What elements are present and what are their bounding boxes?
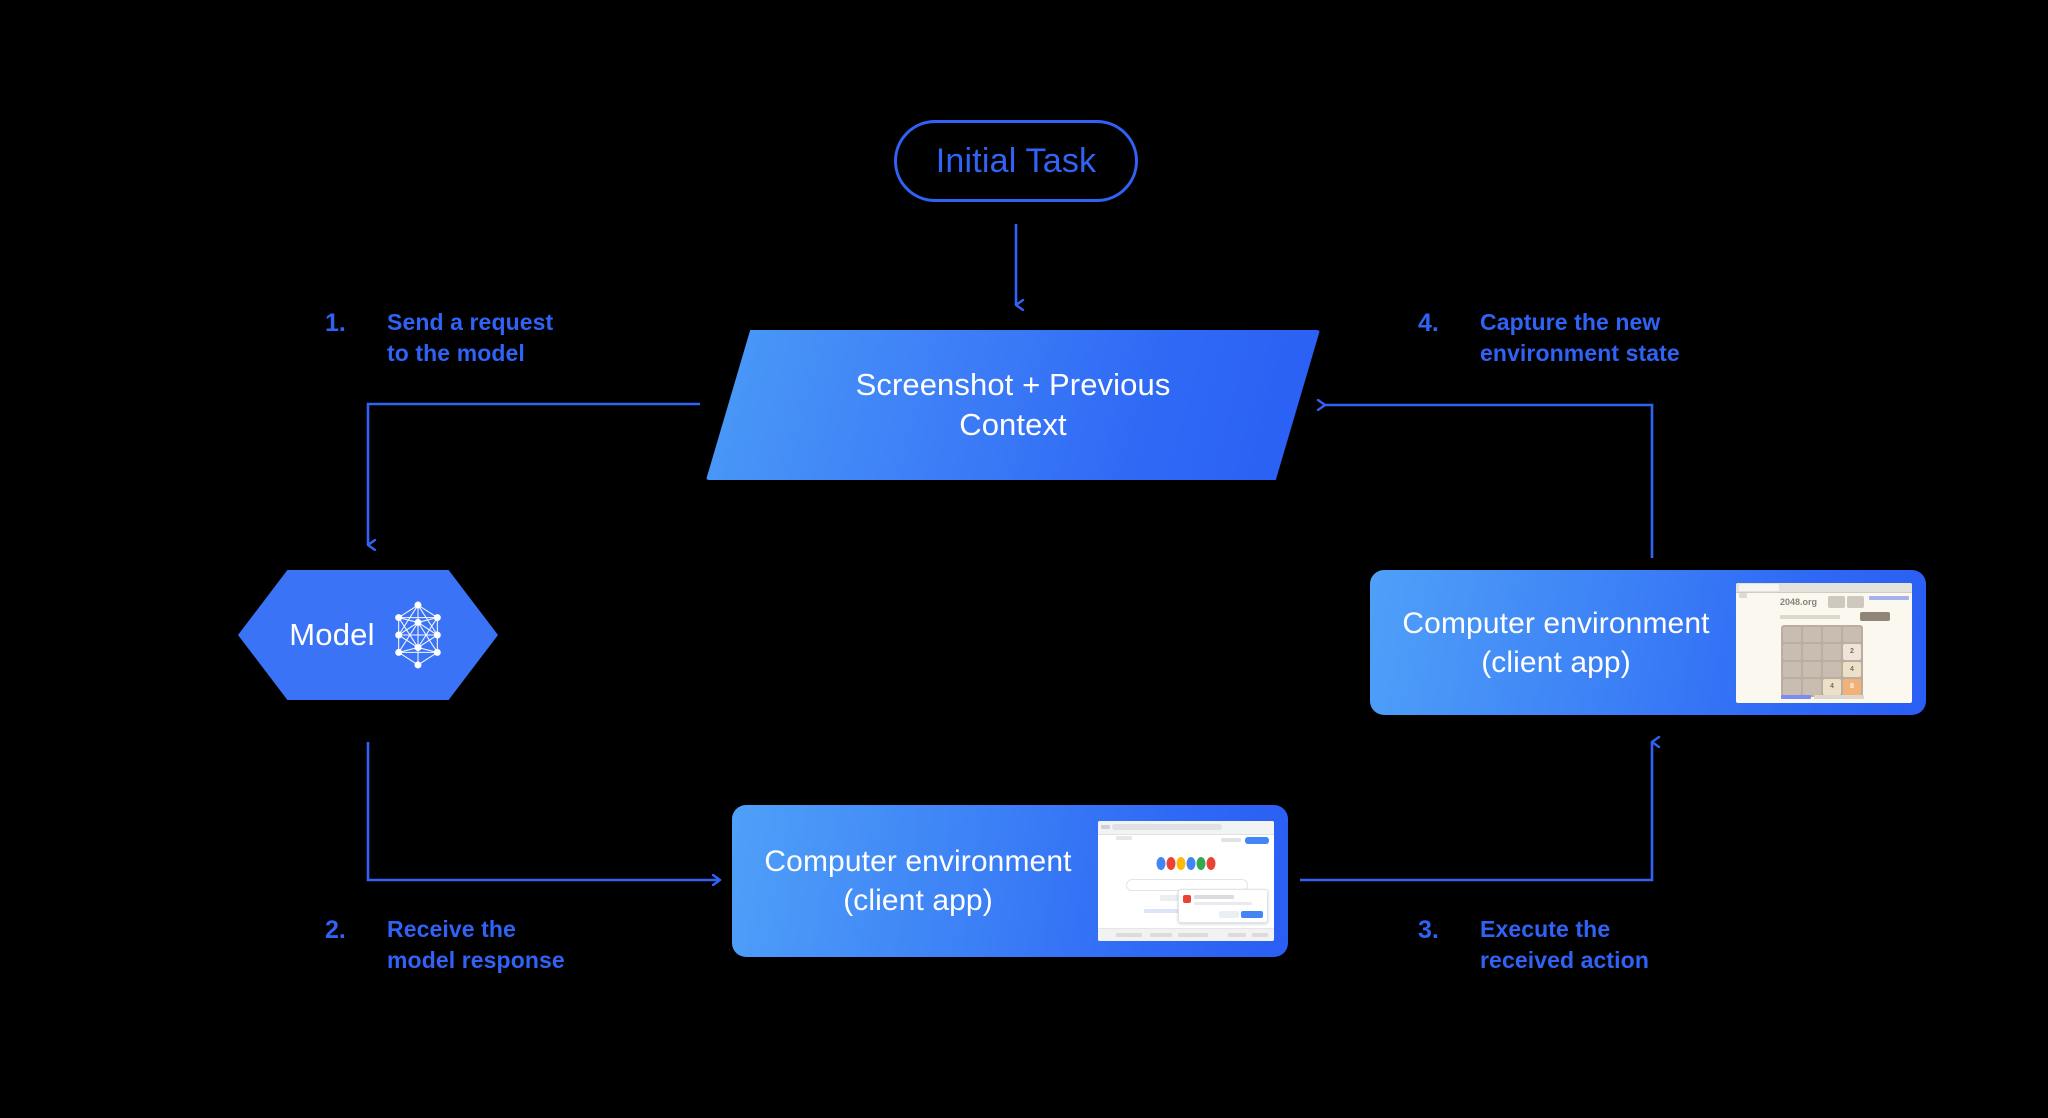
step-1-text: Send a request to the model — [387, 309, 554, 366]
tile — [1783, 644, 1801, 660]
tile — [1803, 644, 1821, 660]
context-node-text: Screenshot + Previous Context — [706, 330, 1320, 480]
dialog-confirm-button — [1241, 911, 1263, 918]
best-score-box — [1847, 595, 1864, 608]
dialog-body — [1194, 902, 1252, 905]
new-game-button — [1860, 611, 1890, 621]
context-node[interactable]: Screenshot + Previous Context — [706, 330, 1320, 480]
model-node-label: Model — [289, 617, 375, 652]
game-title: 2048.org — [1780, 596, 1818, 607]
browser-chrome-bar — [1736, 582, 1912, 593]
tile — [1823, 661, 1841, 677]
tile — [1803, 661, 1821, 677]
google-top-links — [1221, 838, 1241, 842]
initial-task-label: Initial Task — [935, 141, 1097, 180]
context-node-shape — [706, 330, 1320, 480]
browser-tab — [1739, 583, 1779, 591]
environment-right-line1: Computer environment — [1402, 606, 1710, 640]
step-2-text: Receive the model response — [387, 916, 565, 973]
footer-text — [1814, 694, 1864, 699]
environment-node-bottom[interactable]: Computer environment (client app) — [732, 805, 1288, 957]
game-subtitle — [1780, 614, 1840, 619]
connector-model-to-bottom-environment — [366, 742, 720, 880]
thumbnail-google-search — [1098, 821, 1274, 941]
context-node-line2: Context — [959, 407, 1067, 442]
browser-bookmark — [1116, 836, 1132, 840]
environment-node-right[interactable]: Computer environment (client app) 2048.o… — [1370, 570, 1926, 715]
step-4-text: Capture the new environment state — [1480, 309, 1680, 366]
tile — [1823, 626, 1841, 642]
tile: 4 — [1823, 679, 1841, 695]
model-node[interactable]: Model — [238, 570, 498, 700]
browser-address-icon — [1739, 592, 1747, 598]
header-links — [1869, 595, 1909, 600]
environment-bottom-text: Computer environment (client app) — [732, 842, 1098, 920]
thumbnail-2048-game: 2048.org 2 4 4 — [1736, 582, 1912, 703]
google-footer — [1098, 928, 1274, 941]
environment-right-text: Computer environment (client app) — [1370, 604, 1736, 682]
tile: 4 — [1843, 661, 1861, 677]
dialog-icon — [1183, 895, 1191, 903]
step-label-2: 2. Receive the model response — [325, 914, 565, 976]
step-1-number: 1. — [325, 309, 346, 337]
score-box — [1828, 595, 1845, 608]
environment-bottom-line2: (client app) — [843, 884, 993, 917]
tile: 8 — [1843, 679, 1861, 695]
connector-right-environment-to-context — [1325, 405, 1654, 558]
tile — [1843, 626, 1861, 642]
browser-nav-buttons — [1101, 825, 1110, 829]
model-node-shape — [238, 570, 498, 700]
step-3-text: Execute the received action — [1480, 916, 1649, 973]
game-board: 2 4 4 8 — [1781, 624, 1863, 697]
step-label-1: 1. Send a request to the model — [325, 307, 553, 369]
environment-bottom-line1: Computer environment — [764, 845, 1072, 878]
tile — [1783, 661, 1801, 677]
step-2-number: 2. — [325, 916, 346, 944]
tile: 2 — [1843, 644, 1861, 660]
google-logo-icon — [1156, 857, 1216, 870]
dialog-title — [1194, 895, 1234, 899]
environment-right-line2: (client app) — [1481, 645, 1631, 679]
footer-link — [1781, 694, 1811, 699]
dialog-cancel-button — [1219, 911, 1239, 918]
step-3-number: 3. — [1418, 916, 1439, 944]
tile — [1803, 626, 1821, 642]
step-label-4: 4. Capture the new environment state — [1418, 307, 1680, 369]
tile — [1783, 679, 1801, 695]
initial-task-node[interactable]: Initial Task — [894, 120, 1138, 202]
connector-context-to-model — [366, 402, 700, 545]
browser-dialog — [1178, 889, 1268, 923]
browser-address-bar — [1112, 824, 1222, 830]
neural-network-icon — [394, 601, 441, 669]
step-4-number: 4. — [1418, 309, 1439, 337]
google-signin-button — [1245, 837, 1269, 844]
connector-bottom-environment-to-right-environment — [1300, 742, 1652, 882]
tile — [1803, 679, 1821, 695]
context-node-line1: Screenshot + Previous — [855, 367, 1171, 403]
step-label-3: 3. Execute the received action — [1418, 914, 1649, 976]
tile — [1823, 644, 1841, 660]
tile — [1783, 626, 1801, 642]
